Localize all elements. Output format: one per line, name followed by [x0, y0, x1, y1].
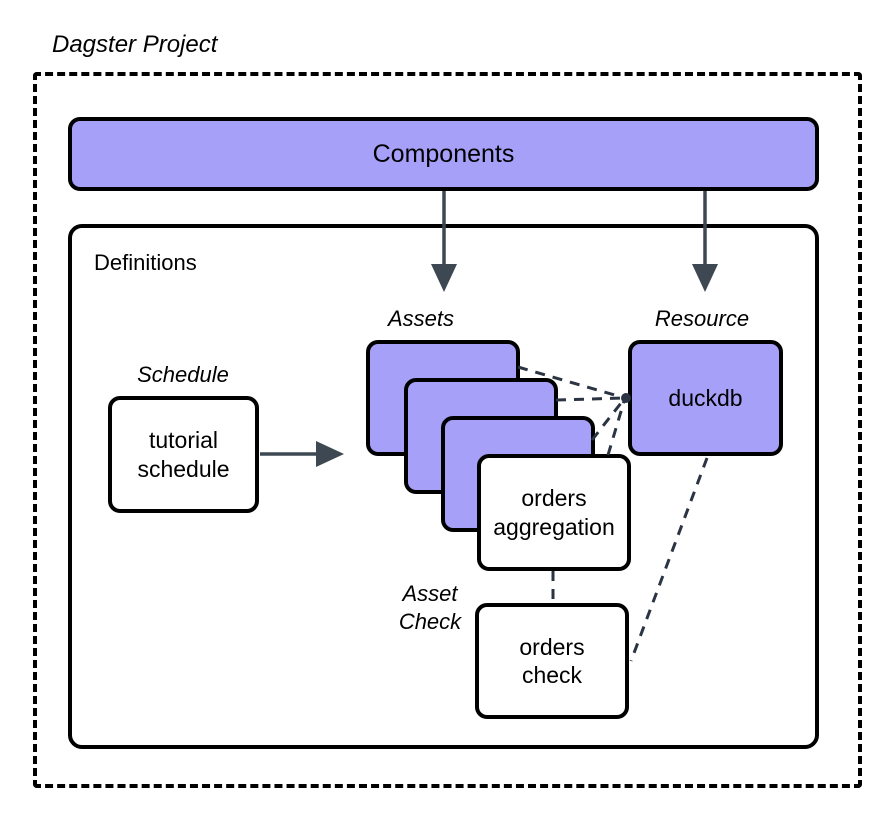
resource-group-label: Resource [654, 306, 750, 331]
orders-check-line1: orders [519, 633, 585, 660]
dagster-project-frame [33, 72, 862, 788]
schedule-group-label: Schedule [137, 362, 229, 387]
orders-check-line2: check [521, 662, 583, 688]
node-duckdb[interactable]: duckdb [628, 340, 783, 456]
node-orders-check[interactable]: orders check [475, 603, 629, 719]
page-title: Dagster Project [52, 31, 218, 58]
tutorial-schedule-line2: schedule [137, 455, 230, 482]
definitions-label: Definitions [94, 250, 197, 275]
assets-group-label: Assets [387, 306, 455, 331]
duckdb-label: duckdb [668, 384, 743, 411]
orders-aggregation-line2: aggregation [493, 513, 615, 540]
node-orders-aggregation[interactable]: orders aggregation [477, 454, 631, 571]
orders-aggregation-line1: orders [521, 485, 587, 512]
tutorial-schedule-line1: tutorial [148, 427, 219, 454]
components-box[interactable]: Components [68, 117, 819, 191]
asset-check-line2: Check [398, 608, 462, 634]
asset-check-group-label: Asset Check [387, 580, 473, 635]
components-label: Components [372, 139, 515, 168]
asset-check-line1: Asset [402, 581, 458, 606]
node-tutorial-schedule[interactable]: tutorial schedule [108, 396, 259, 513]
